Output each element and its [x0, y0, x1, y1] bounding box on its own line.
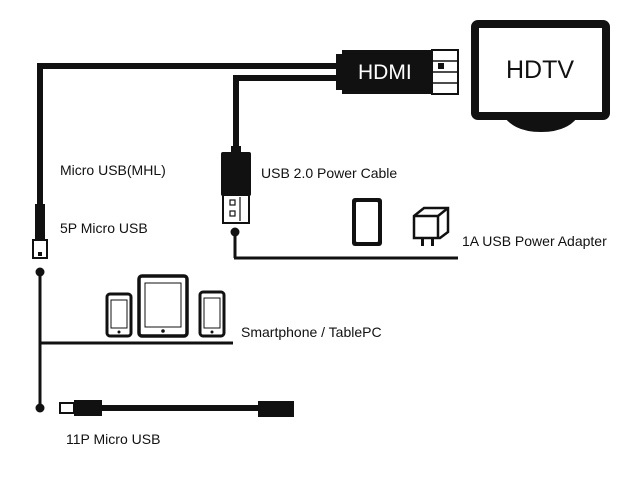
smartphone-icon [105, 292, 133, 338]
hdtv-icon [471, 20, 610, 132]
hdmi-label: HDMI [358, 61, 412, 84]
power-adapter-line [230, 227, 458, 260]
micro-usb-11p-label: 11P Micro USB [66, 431, 161, 447]
smartphone-2-icon [198, 290, 226, 338]
tablet-icon [352, 198, 382, 246]
usb-power-cable-label: USB 2.0 Power Cable [261, 165, 398, 181]
hdmi-plug-icon [336, 49, 459, 95]
hdmi-main-cable [37, 63, 340, 206]
tablet-device-icon [137, 274, 189, 338]
micro-usb-5p-plug-icon [32, 204, 48, 259]
wall-adapter-icon [412, 206, 450, 246]
micro-usb-mhl-label: Micro USB(MHL) [60, 162, 166, 178]
power-adapter-label: 1A USB Power Adapter [462, 233, 607, 249]
hdtv-label: HDTV [506, 56, 575, 84]
micro-usb-11p-cable [59, 400, 294, 417]
usb-power-branch-cable [233, 75, 340, 148]
device-connection-line [35, 267, 233, 413]
usb-a-plug-icon [221, 146, 251, 224]
micro-usb-5p-label: 5P Micro USB [60, 220, 148, 236]
smartphone-tablet-label: Smartphone / TablePC [241, 324, 382, 340]
